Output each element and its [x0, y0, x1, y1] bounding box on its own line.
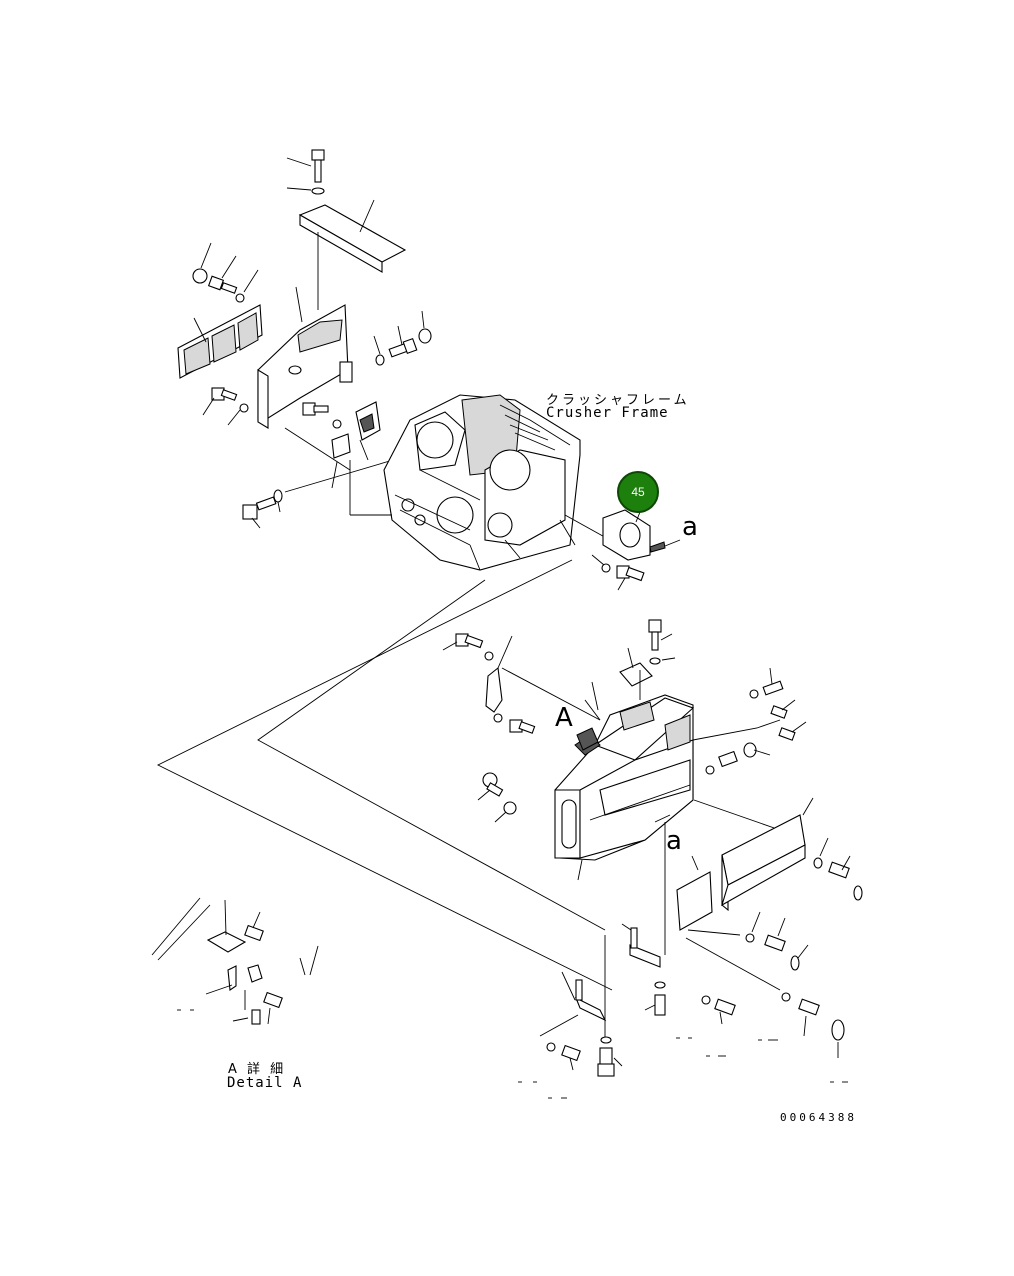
left-bolt-lower — [242, 454, 411, 529]
lower-right-bolts — [701, 992, 845, 1058]
view-marker-a: A — [555, 703, 574, 733]
rear-cover-plate — [721, 797, 814, 912]
bottom-fasteners — [539, 1014, 623, 1077]
bolt-mid-left — [477, 772, 517, 823]
small-cover-plate — [676, 855, 713, 931]
left-fasteners-upper — [192, 242, 259, 303]
detail-a-view — [151, 897, 319, 1025]
detail-label-japanese: A 詳 細 — [228, 1062, 287, 1077]
right-bolts-lower — [685, 837, 863, 991]
top-bolt-lower-assembly — [619, 619, 676, 687]
drawing-number: 00064388 — [780, 1111, 857, 1124]
top-bolt — [286, 149, 325, 195]
right-fasteners-upper — [373, 310, 432, 366]
left-fasteners-mid — [202, 387, 249, 426]
bracket-hinge — [485, 635, 601, 734]
right-fasteners-lower-assembly — [692, 667, 807, 775]
frame-label-english: Crusher Frame — [546, 405, 669, 421]
center-brackets — [284, 401, 381, 489]
arrow-marker-upper: a — [682, 512, 699, 542]
side-cover — [257, 286, 353, 429]
leader-lines — [156, 559, 613, 991]
detail-label-english: Detail A — [227, 1075, 303, 1091]
frame-label-japanese: クラッシャフレーム — [546, 393, 690, 408]
crusher-frame — [349, 394, 611, 571]
hinge-brackets-lower — [561, 923, 666, 1040]
top-cover-plate — [298, 199, 407, 310]
side-plate-45 — [591, 509, 681, 591]
main-housing — [554, 670, 781, 955]
item-stub-marks — [177, 1009, 848, 1099]
bolt-left-lower-assembly — [442, 633, 494, 661]
view-arrow-A — [576, 681, 601, 751]
left-mesh-panel — [177, 304, 263, 379]
callout-45[interactable]: 45 — [617, 471, 659, 513]
arrow-marker-lower: a — [666, 826, 683, 856]
